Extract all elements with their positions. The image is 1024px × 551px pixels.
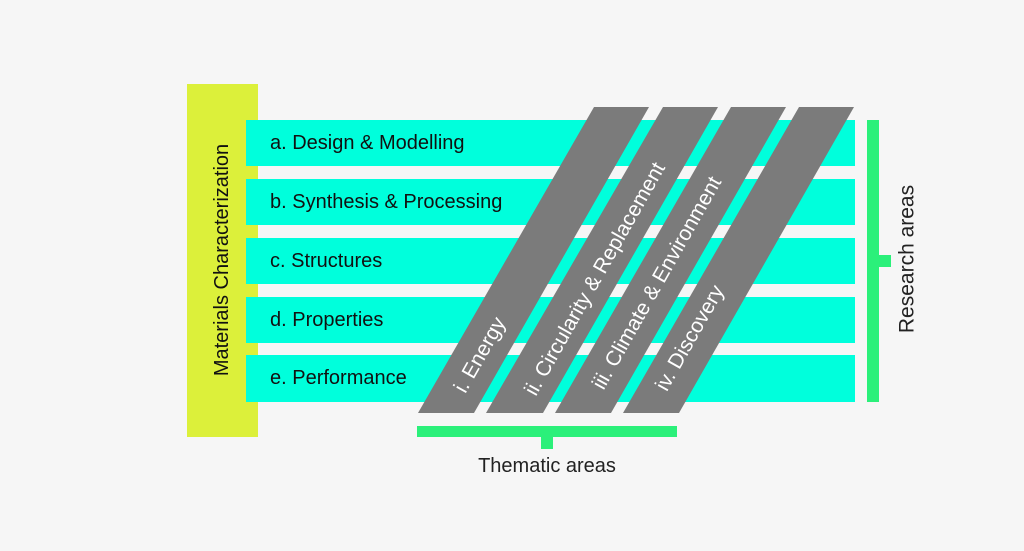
thematic-stripe-discovery <box>623 107 854 413</box>
thematic-stripe-energy <box>418 107 649 413</box>
research-area-label: c. Structures <box>270 250 383 272</box>
research-area-label: a. Design & Modelling <box>270 132 465 154</box>
thematic-stripe-circularity-replacement <box>486 107 718 413</box>
thematic-areas-label: Thematic areas <box>478 455 616 477</box>
thematic-stripe-climate-environment <box>555 107 786 413</box>
materials-characterization-label: Materials Characterization <box>211 143 233 377</box>
research-area-label: d. Properties <box>270 309 384 331</box>
research-areas-label: Research areas <box>895 184 919 334</box>
research-area-label: e. Performance <box>270 367 407 389</box>
research-areas-bracket <box>867 120 891 402</box>
research-area-label: b. Synthesis & Processing <box>270 191 503 213</box>
thematic-areas-bracket <box>417 426 677 449</box>
